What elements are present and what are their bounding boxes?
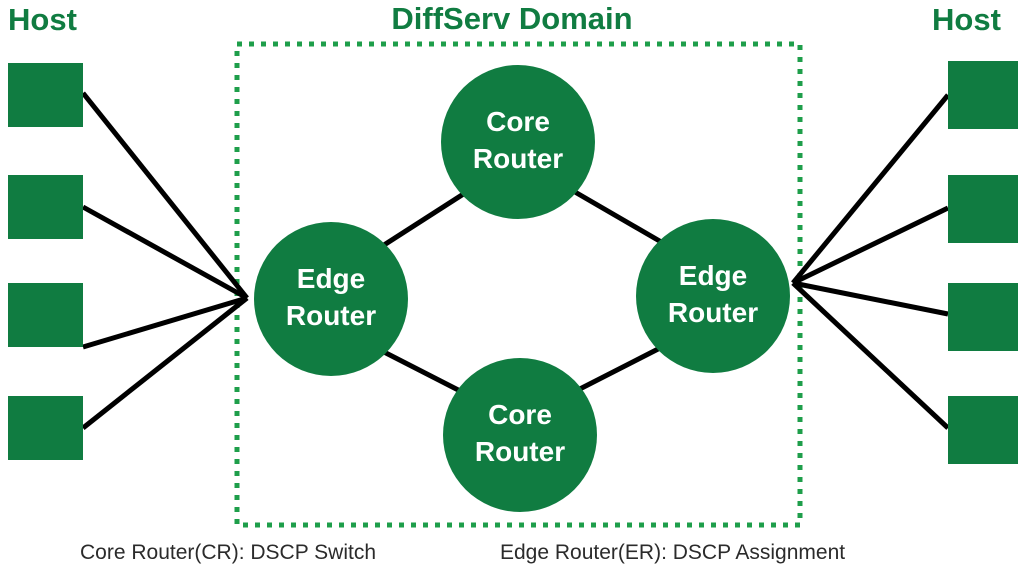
link-edge-left-core-top: [382, 190, 467, 248]
host-left-4[interactable]: [8, 396, 83, 460]
host-left-1[interactable]: [8, 63, 83, 127]
caption-core-router: Core Router(CR): DSCP Switch: [80, 541, 377, 564]
host-left-2[interactable]: [8, 175, 83, 239]
router-node-layer: [254, 65, 790, 512]
edge-router-left[interactable]: [254, 222, 408, 376]
link-host-right-2: [791, 205, 950, 286]
host-right-3[interactable]: [948, 283, 1018, 351]
link-host-right-4: [791, 281, 950, 430]
link-host-left-3: [82, 295, 248, 350]
link-host-left-4: [81, 296, 249, 430]
link-core-top-edge-right: [573, 189, 665, 246]
core-router-top[interactable]: [441, 65, 595, 219]
host-label-right: Host: [932, 2, 1001, 37]
host-right-1[interactable]: [948, 61, 1018, 129]
link-host-left-2: [81, 204, 249, 301]
link-host-left-1: [81, 91, 249, 300]
diagram-title: DiffServ Domain: [391, 1, 633, 36]
link-edge-left-core-bottom: [382, 349, 470, 398]
host-layer: [8, 61, 1018, 464]
host-label-left: Host: [8, 2, 77, 37]
host-right-4[interactable]: [948, 396, 1018, 464]
host-right-2[interactable]: [948, 175, 1018, 243]
link-layer: [81, 91, 950, 430]
link-core-bottom-edge-right: [570, 344, 664, 396]
link-host-right-3: [792, 280, 949, 317]
caption-edge-router: Edge Router(ER): DSCP Assignment: [500, 541, 846, 564]
host-left-3[interactable]: [8, 283, 83, 347]
link-host-right-1: [791, 93, 950, 285]
core-router-bottom[interactable]: [443, 358, 597, 512]
edge-router-right[interactable]: [636, 219, 790, 373]
